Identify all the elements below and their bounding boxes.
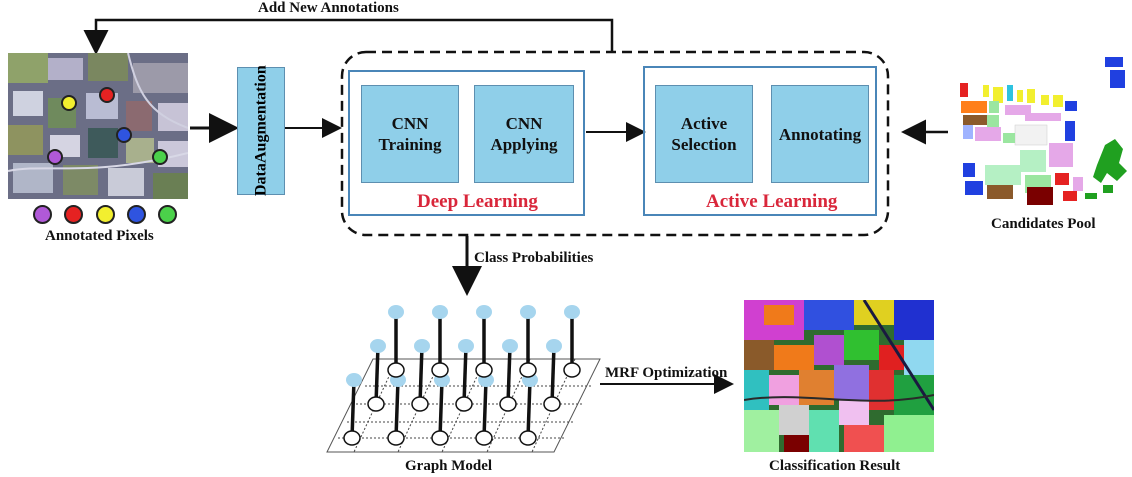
active-selection-line1: Active: [680, 114, 728, 133]
graph-edge: [506, 345, 512, 405]
graph-edge: [462, 345, 468, 405]
legend-dot-yellow: [96, 205, 115, 224]
graph-edge: [550, 345, 556, 405]
cnn-applying-line1: CNN: [505, 114, 543, 133]
graph-edge: [374, 345, 380, 405]
annotating-box: Annotating: [771, 85, 869, 183]
marker-yellow: [61, 95, 77, 111]
cnn-applying-box: CNN Applying: [474, 85, 574, 183]
graph-hidden-node: [414, 339, 430, 353]
graph-observed-node: [431, 430, 449, 446]
graph-hidden-node: [520, 305, 536, 319]
graph-observed-node: [455, 396, 473, 412]
active-selection-line2: Selection: [671, 135, 737, 154]
graph-observed-node: [499, 396, 517, 412]
graph-observed-node: [387, 430, 405, 446]
legend-dot-blue: [127, 205, 146, 224]
graph-hidden-node: [388, 305, 404, 319]
graph-observed-node: [475, 430, 493, 446]
marker-blue: [116, 127, 132, 143]
add-annotations-label: Add New Annotations: [258, 0, 399, 16]
dashed-frame: [340, 50, 890, 237]
graph-hidden-node: [502, 339, 518, 353]
graph-observed-node: [519, 430, 537, 446]
legend-dot-green: [158, 205, 177, 224]
graph-hidden-node: [432, 305, 448, 319]
cnn-applying-line2: Applying: [490, 135, 558, 154]
annotated-pixels-caption: Annotated Pixels: [45, 228, 154, 244]
deep-learning-frame: [348, 70, 585, 216]
graph-observed-node: [367, 396, 385, 412]
graph-observed-node: [543, 396, 561, 412]
graph-hidden-node: [458, 339, 474, 353]
graph-hidden-node: [476, 305, 492, 319]
graph-observed-node: [343, 430, 361, 446]
annotated-image: [8, 53, 188, 199]
cnn-training-line1: CNN: [391, 114, 429, 133]
graph-observed-node: [563, 362, 581, 378]
graph-observed-node: [431, 362, 449, 378]
mrf-optimization-label: MRF Optimization: [605, 365, 728, 381]
graph-hidden-node: [564, 305, 580, 319]
classification-result-image: [744, 300, 934, 452]
graph-edge: [482, 379, 488, 439]
candidates-pool-image: [955, 55, 1130, 207]
legend-dot-purple: [33, 205, 52, 224]
cnn-training-box: CNN Training: [361, 85, 459, 183]
graph-observed-node: [387, 362, 405, 378]
active-learning-frame: [643, 66, 877, 216]
graph-hidden-node: [346, 373, 362, 387]
active-learning-title: Active Learning: [706, 191, 838, 212]
graph-edge: [350, 379, 356, 439]
candidates-pool-caption: Candidates Pool: [991, 216, 1096, 232]
graph-observed-node: [475, 362, 493, 378]
graph-hidden-node: [370, 339, 386, 353]
marker-purple: [47, 149, 63, 165]
classification-result-caption: Classification Result: [769, 458, 901, 474]
graph-edge: [438, 379, 444, 439]
graph-observed-node: [519, 362, 537, 378]
legend-dot-red: [64, 205, 83, 224]
class-probabilities-label: Class Probabilities: [474, 250, 594, 266]
graph-model-caption: Graph Model: [405, 458, 493, 474]
graph-edge: [526, 379, 532, 439]
cnn-training-line2: Training: [378, 135, 442, 154]
deep-learning-title: Deep Learning: [417, 191, 538, 212]
graph-hidden-node: [546, 339, 562, 353]
add-annotations-loop: [83, 18, 614, 55]
graph-observed-node: [411, 396, 429, 412]
marker-green: [152, 149, 168, 165]
graph-edge: [418, 345, 424, 405]
data-augmentation-box: Data Augmentation: [237, 66, 285, 196]
graph-edge: [394, 379, 400, 439]
graph-nodes: [343, 305, 581, 446]
marker-red: [99, 87, 115, 103]
